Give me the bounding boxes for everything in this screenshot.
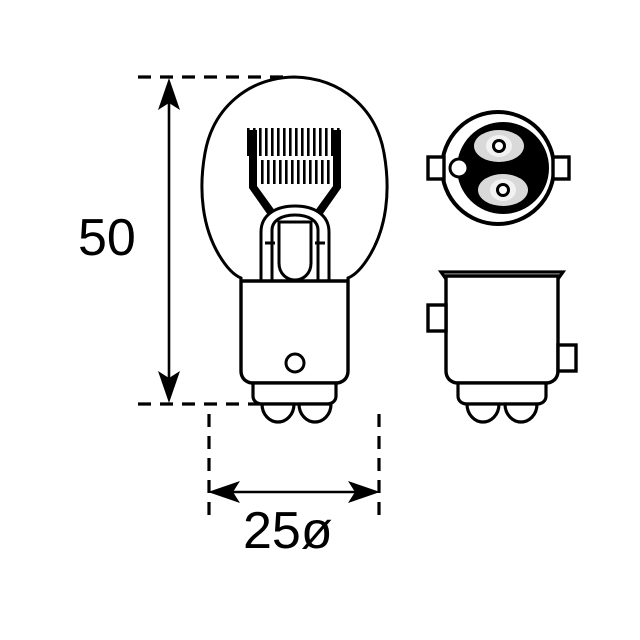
height-arrow-down [158,371,180,403]
cap-skirt [251,381,338,406]
side-bayonet-pin-right [556,343,578,373]
base-locating-pin [448,157,470,179]
base-side-view [426,270,578,424]
side-cap-body [444,274,560,385]
cap-contact-bump-right [297,402,333,424]
front-view [200,75,389,424]
height-dimension-label: 50 [78,209,136,267]
diameter-arrow-right [348,481,380,503]
base-contact-upper [474,130,524,162]
diameter-dimension-label: 25ø [243,502,333,560]
height-arrow-up [158,78,180,110]
bottom-view [426,110,571,226]
filament-coil-row-lower [261,160,330,184]
base-bayonet-tab-left [426,155,446,181]
diameter-arrow-left [208,481,240,503]
height-dimension-group [138,75,288,406]
glass-stem-assembly [259,204,331,283]
side-contact-bump-right [503,402,539,424]
filament-coil-row-upper [247,128,340,156]
side-contact-bump-left [465,402,501,424]
bayonet-cap [239,279,350,424]
stem-exhaust-tube [277,220,313,282]
diameter-dimension-group [207,414,381,520]
cap-contact-bump-left [260,402,296,424]
side-bayonet-pin-left [426,303,448,333]
cap-indent-hole [284,352,306,374]
side-cap-skirt [456,381,548,406]
base-contact-lower [478,174,528,206]
base-bayonet-tab-right [551,155,571,181]
